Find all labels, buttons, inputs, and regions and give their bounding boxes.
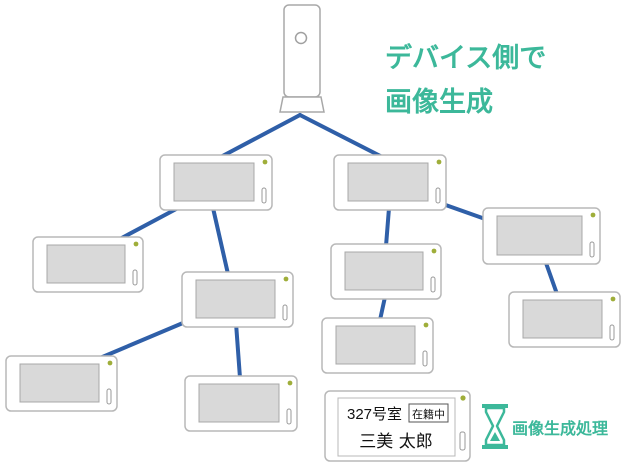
device-led bbox=[133, 241, 139, 247]
caption-line1: デバイス側で bbox=[385, 42, 546, 74]
gateway-base bbox=[279, 96, 325, 113]
display-device-d6 bbox=[184, 375, 298, 432]
device-slot bbox=[589, 241, 595, 258]
sign-room: 327号室 bbox=[347, 406, 402, 423]
device-slot bbox=[430, 276, 436, 293]
display-device-d8 bbox=[321, 317, 434, 374]
sign-name: 三美 太郎 bbox=[359, 432, 432, 452]
device-screen bbox=[173, 162, 255, 202]
display-device-d5 bbox=[5, 355, 118, 412]
device-led bbox=[610, 296, 616, 302]
sign-device: 327号室 在籍中 三美 太郎 bbox=[324, 390, 471, 462]
link-d7-d8 bbox=[378, 295, 387, 322]
link-gateway-d2 bbox=[298, 113, 390, 162]
device-screen bbox=[347, 162, 429, 202]
device-slot bbox=[132, 269, 138, 286]
network-links bbox=[98, 113, 559, 380]
device-screen bbox=[19, 363, 100, 403]
device-slot bbox=[106, 388, 112, 405]
sign-slot bbox=[459, 431, 466, 451]
link-d2-d9 bbox=[438, 201, 490, 222]
link-d4-d5 bbox=[98, 318, 192, 360]
gateway-button bbox=[294, 31, 308, 45]
device-screen bbox=[344, 251, 424, 291]
device-screen bbox=[198, 383, 280, 423]
display-device-d7 bbox=[330, 243, 442, 300]
device-led bbox=[107, 360, 113, 366]
display-device-d3 bbox=[32, 236, 144, 293]
sign-status-box bbox=[408, 403, 449, 423]
device-slot bbox=[261, 187, 267, 204]
sign-led bbox=[460, 395, 466, 401]
display-device-d1 bbox=[159, 154, 273, 211]
caption-line2: 画像生成 bbox=[385, 87, 493, 118]
device-slot bbox=[435, 187, 441, 204]
sign-status: 在籍中 bbox=[412, 407, 445, 421]
device-led bbox=[423, 322, 429, 328]
device-slot bbox=[282, 304, 288, 321]
gateway-icon bbox=[283, 4, 321, 98]
link-d1-d4 bbox=[211, 206, 230, 276]
device-led bbox=[436, 159, 442, 165]
device-screen bbox=[46, 244, 126, 284]
display-device-d4 bbox=[181, 271, 294, 328]
display-devices bbox=[5, 154, 621, 432]
display-device-d9 bbox=[482, 207, 601, 265]
link-d2-d7 bbox=[384, 206, 391, 248]
link-d4-d6 bbox=[234, 321, 242, 380]
display-device-d10 bbox=[508, 291, 621, 348]
device-screen bbox=[496, 215, 583, 256]
device-slot bbox=[609, 324, 615, 341]
device-screen bbox=[335, 325, 416, 365]
link-d9-d10 bbox=[544, 261, 559, 296]
device-led bbox=[262, 159, 268, 165]
device-led bbox=[431, 248, 437, 254]
link-gateway-d1 bbox=[213, 113, 302, 162]
device-led bbox=[590, 212, 596, 218]
device-screen bbox=[522, 299, 603, 339]
device-slot bbox=[286, 408, 292, 425]
link-d1-d3 bbox=[116, 206, 180, 242]
device-led bbox=[287, 380, 293, 386]
hourglass-icon bbox=[482, 404, 508, 449]
device-led bbox=[283, 276, 289, 282]
processing-label: 画像生成処理 bbox=[512, 419, 608, 438]
device-screen bbox=[195, 279, 276, 319]
gateway-device bbox=[279, 4, 325, 113]
display-device-d2 bbox=[333, 154, 447, 211]
device-slot bbox=[422, 350, 428, 367]
